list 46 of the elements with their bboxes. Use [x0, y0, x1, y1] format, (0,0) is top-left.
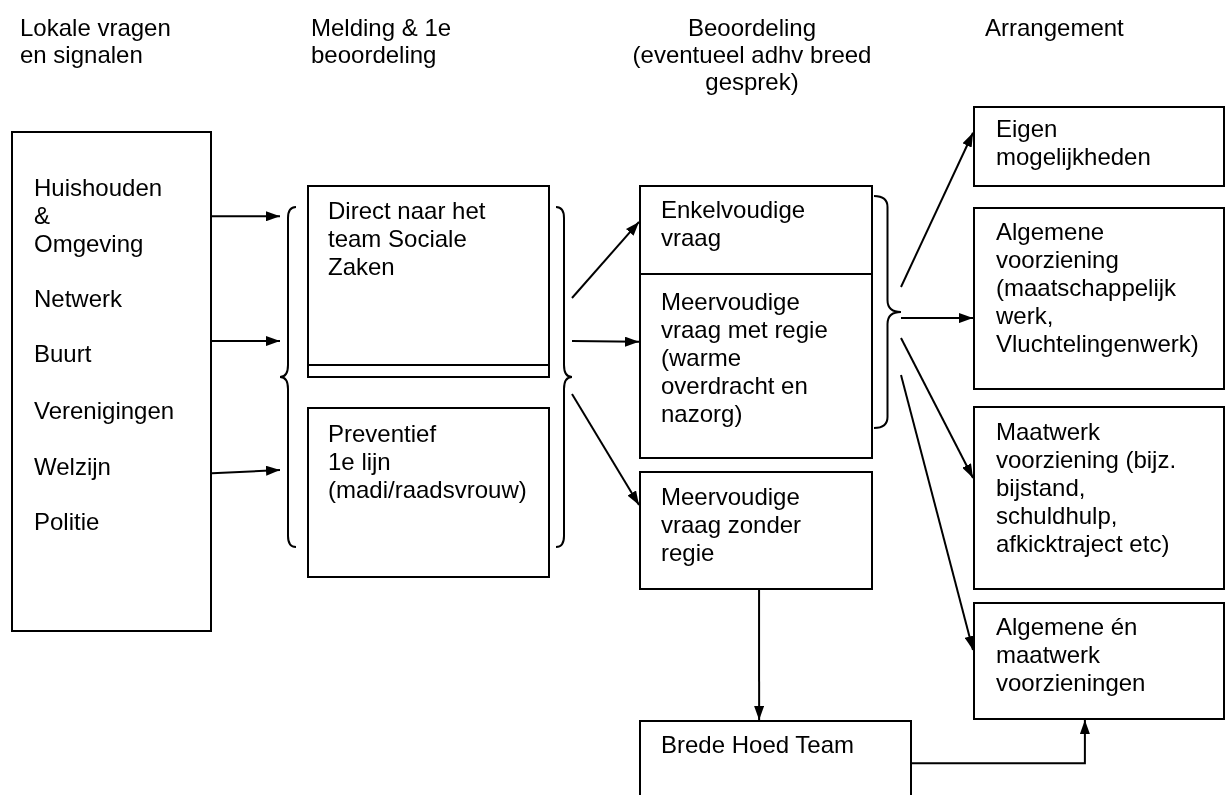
- arrow: [571, 336, 640, 347]
- box-text: Algemene én maatwerk voorzieningen: [996, 613, 1147, 697]
- box-text: Algemene voorziening (maatschappelijk werk, Vluchtelingenwerk): [996, 218, 1200, 358]
- curly-brace: [280, 206, 296, 548]
- arrow: [911, 719, 1090, 765]
- process-box: [307, 185, 550, 378]
- box-text: Meervoudige vraag zonder regie: [661, 483, 803, 567]
- process-box: [973, 207, 1225, 390]
- box-text: Preventief 1e lijn (madi/raadsvrouw): [328, 420, 528, 504]
- arrow: [900, 336, 974, 479]
- curly-brace: [556, 206, 572, 548]
- arrow: [754, 589, 765, 721]
- category-text: Netwerk: [34, 285, 124, 313]
- category-text: Welzijn: [34, 453, 112, 481]
- process-box: [307, 407, 550, 578]
- box-text: Meervoudige vraag met regie (warme overdracht en nazorg): [661, 288, 829, 428]
- column-header: Arrangement: [985, 14, 1125, 41]
- category-text: Verenigingen: [34, 397, 176, 425]
- arrow: [900, 131, 974, 288]
- arrow: [900, 373, 975, 652]
- process-box: [973, 406, 1225, 590]
- box-text: Brede Hoed Team: [661, 731, 855, 759]
- category-text: Politie: [34, 508, 101, 536]
- process-box: [639, 471, 873, 590]
- column-header: Beoordeling (eventueel adhv breed gesprek): [632, 14, 872, 95]
- arrow: [211, 336, 281, 347]
- arrow: [571, 393, 640, 507]
- box-text: Maatwerk voorziening (bijz. bijstand, schuldhulp, afkicktraject etc): [996, 418, 1178, 558]
- box-text: Direct naar het team Sociale Zaken: [328, 197, 487, 281]
- category-text: Buurt: [34, 340, 93, 368]
- process-box: [11, 131, 212, 632]
- process-box: [639, 720, 912, 795]
- process-box: [973, 106, 1225, 187]
- arrow: [900, 313, 974, 324]
- column-header: Melding & 1e beoordeling: [311, 14, 453, 68]
- column-header: Lokale vragen en signalen: [20, 14, 172, 68]
- process-box: [973, 602, 1225, 720]
- arrow: [211, 465, 281, 476]
- box-text: Enkelvoudige vraag: [661, 196, 807, 252]
- curly-brace: [874, 195, 901, 429]
- category-text: Huishouden & Omgeving: [34, 174, 164, 258]
- box-text: Eigen mogelijkheden: [996, 115, 1152, 171]
- arrow: [211, 211, 281, 222]
- process-box: [639, 273, 873, 459]
- arrow: [571, 220, 640, 299]
- process-box: [639, 185, 873, 275]
